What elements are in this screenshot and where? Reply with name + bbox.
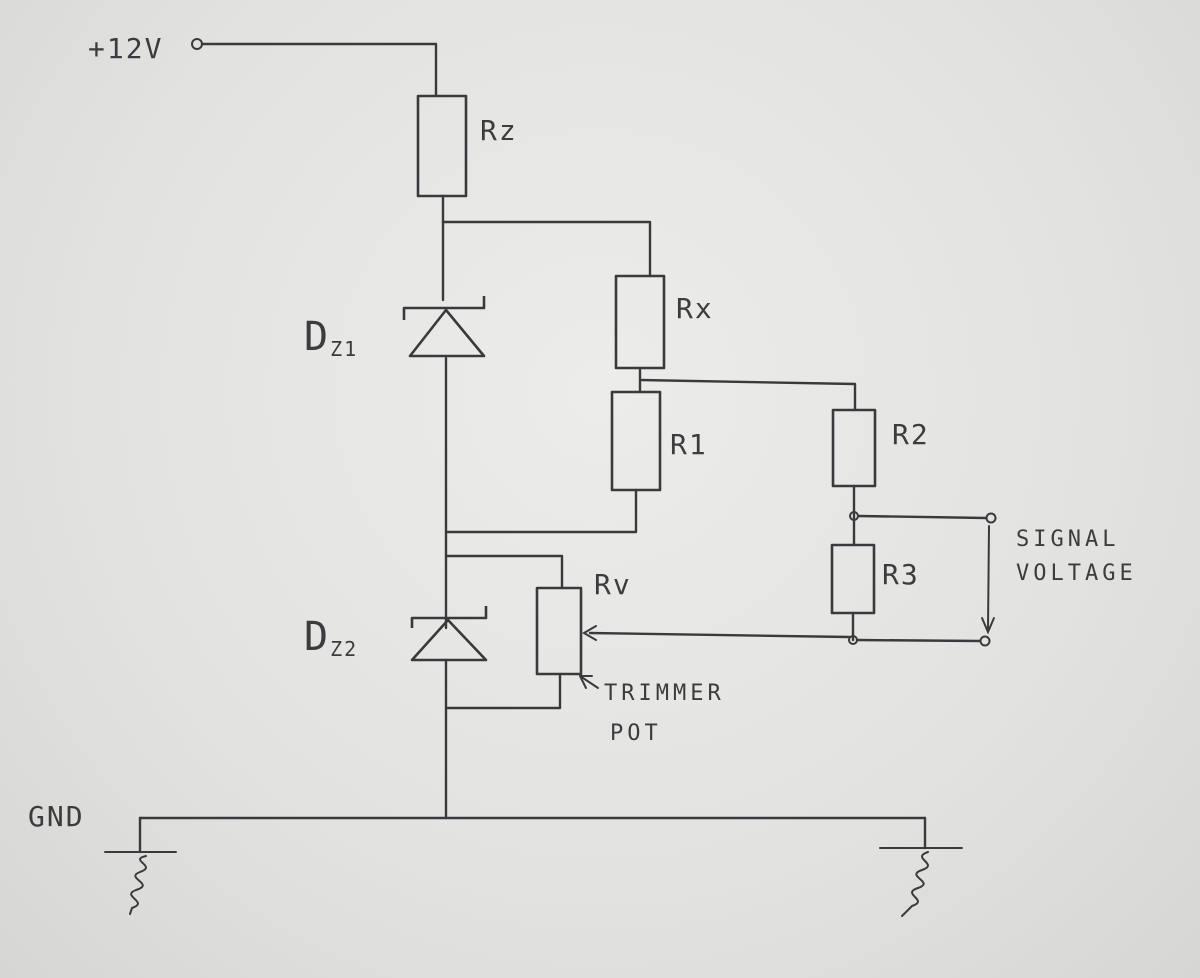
trimmer-pot-rv bbox=[535, 586, 583, 676]
label-dz2-sub: Z2 bbox=[330, 637, 358, 661]
signal-label-line1: SIGNAL bbox=[1016, 527, 1119, 552]
label-dz2: DZ2 bbox=[304, 614, 358, 661]
wire-signal-top bbox=[856, 514, 988, 520]
wire-junction-to-r2 bbox=[638, 378, 857, 412]
zener-dz2 bbox=[410, 606, 488, 662]
signal-terminal-top bbox=[985, 512, 997, 524]
label-r3: R3 bbox=[882, 558, 920, 591]
resistor-rz bbox=[416, 94, 468, 198]
ground-symbol-left bbox=[104, 851, 177, 915]
label-r2: R2 bbox=[892, 418, 930, 451]
wire-rv-top bbox=[444, 554, 564, 590]
wire-node-to-rx bbox=[441, 220, 652, 278]
resistor-r3 bbox=[830, 543, 876, 615]
signal-label-line2: VOLTAGE bbox=[1016, 561, 1137, 586]
wire-rv-bottom bbox=[444, 672, 562, 710]
label-dz1-sub: Z1 bbox=[330, 337, 358, 361]
label-dz1: DZ1 bbox=[304, 314, 358, 361]
wire-signal-bottom-right bbox=[855, 638, 982, 643]
label-rv: Rv bbox=[594, 568, 632, 601]
resistor-r2 bbox=[831, 408, 877, 488]
trimmer-label-line1: TRIMMER bbox=[604, 681, 725, 706]
label-rx: Rx bbox=[676, 292, 714, 325]
trimmer-label-line2: POT bbox=[610, 721, 662, 746]
label-dz1-main: D bbox=[304, 314, 330, 360]
label-dz2-main: D bbox=[304, 614, 330, 660]
resistor-rx bbox=[614, 274, 666, 370]
signal-terminal-bottom bbox=[979, 635, 991, 647]
gnd-label: GND bbox=[28, 800, 85, 833]
supply-terminal bbox=[191, 38, 203, 50]
wire-signal-bottom bbox=[588, 631, 851, 639]
wire-r1-return bbox=[444, 488, 638, 534]
label-r1: R1 bbox=[670, 428, 708, 461]
supply-label: +12V bbox=[88, 32, 163, 65]
resistor-r1 bbox=[610, 390, 662, 492]
supply-wire bbox=[200, 42, 438, 97]
trimmer-pointer bbox=[579, 675, 599, 689]
zener-dz1 bbox=[402, 296, 486, 358]
signal-voltage-arrow bbox=[981, 525, 995, 635]
ground-symbol-right bbox=[879, 847, 963, 917]
label-rz: Rz bbox=[480, 114, 518, 147]
rv-wiper-arrowhead bbox=[582, 625, 597, 641]
